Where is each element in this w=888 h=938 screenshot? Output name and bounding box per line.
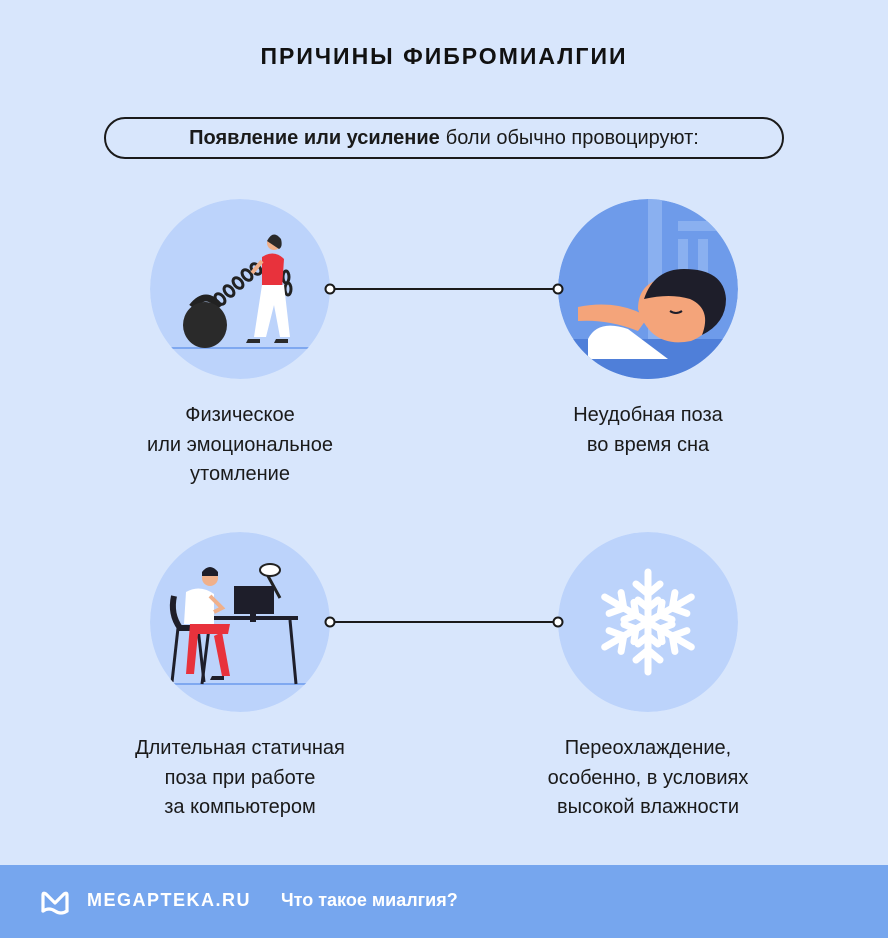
cause-caption-cold: Переохлаждение, особенно, в условиях выс… [498,734,798,823]
caption-line: утомление [190,463,290,485]
caption-line: за компьютером [164,796,316,818]
cause-illustration-cold [558,532,738,712]
caption-line: Длительная статичная [135,737,345,759]
connector-top [324,283,564,295]
cause-illustration-sleep [558,199,738,379]
caption-line: во время сна [586,433,710,456]
caption-line: Переохлаждение, [564,737,732,759]
cause-caption-sleep: Неудобная поза во время сна [498,401,798,460]
woman-with-kettlebell-chain-icon [150,199,330,379]
brand-name[interactable]: MEGAPTEKA.RU [87,890,252,910]
cause-caption-fatigue: Физическое или эмоциональное утомление [90,401,390,490]
subtitle-rest: боли обычно провоцируют: [445,126,699,149]
page-title: ПРИЧИНЫ ФИБРОМИАЛГИИ [260,43,628,69]
cause-caption-computer: Длительная статичная поза при работе за … [90,734,390,823]
footer-article-link[interactable]: Что такое миалгия? [281,890,458,910]
caption-line: поза при работе [164,766,316,789]
footer-bar: MEGAPTEKA.RU Что такое миалгия? [0,865,888,938]
caption-line: Физическое [185,404,295,426]
man-at-computer-desk-icon [150,532,330,712]
cause-illustration-fatigue [150,199,330,379]
cause-illustration-computer [150,532,330,712]
subtitle-bold: Появление или усиление [189,126,440,149]
subtitle-banner: Появление или усиление боли обычно прово… [104,117,784,159]
snowflake-icon [558,532,738,712]
caption-line: особенно, в условиях [547,766,749,789]
caption-line: высокой влажности [556,796,739,818]
sleeping-woman-icon [558,199,738,379]
caption-line: Неудобная поза [573,404,723,426]
caption-line: или эмоциональное [147,433,333,456]
megapteka-logo-icon[interactable] [40,889,70,915]
connector-bottom [324,616,564,628]
